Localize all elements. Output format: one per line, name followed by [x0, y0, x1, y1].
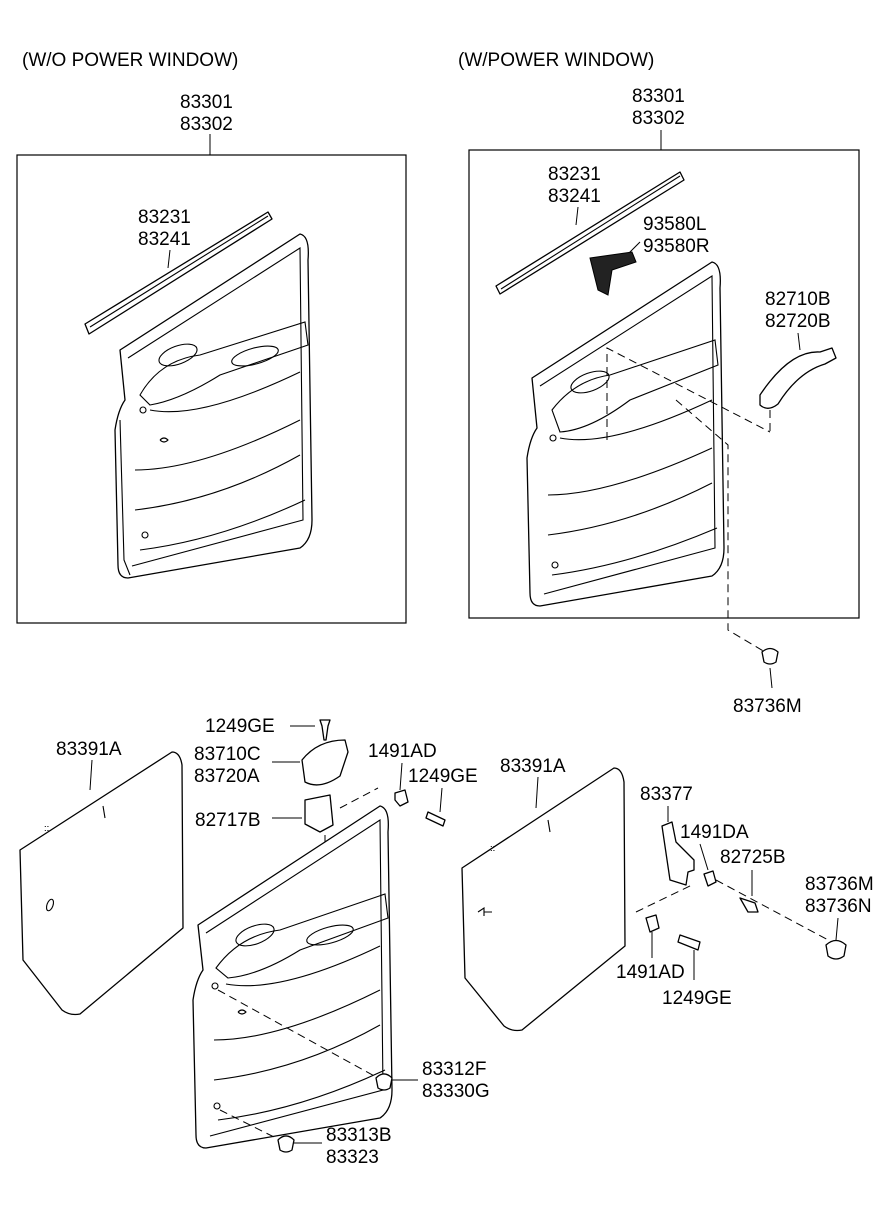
part-label-82710b: 82710B	[765, 289, 831, 310]
inside-handle-cup	[301, 739, 349, 786]
fastener-83313b	[277, 1135, 295, 1153]
part-label-93580l: 93580L	[643, 214, 706, 235]
part-label-1249ge: 1249GE	[408, 766, 478, 787]
part-label-1491ad: 1491AD	[368, 741, 437, 762]
clip-1491ad-lower	[645, 914, 660, 933]
svg-text:∶∶: ∶∶	[490, 844, 495, 855]
part-label-1249ge: 1249GE	[662, 988, 732, 1009]
part-label-82725b: 82725B	[720, 847, 786, 868]
screw-1249ge-lower	[677, 934, 701, 951]
part-label-83241: 83241	[548, 186, 601, 207]
door-trim-panel-bottom	[192, 805, 393, 1149]
waterproof-seal-left	[19, 751, 184, 1016]
left-panel-group: 83301 83302 83231 83241	[16, 92, 407, 624]
svg-text:∶∶: ∶∶	[44, 824, 49, 835]
part-label-82717b: 82717B	[195, 810, 261, 831]
part-label-83241: 83241	[138, 229, 191, 250]
door-trim-panel-right	[526, 261, 725, 607]
screw-1249ge	[425, 811, 446, 827]
power-window-switch	[589, 251, 637, 296]
part-label-83301: 83301	[180, 92, 233, 113]
door-pull-handle	[759, 347, 837, 409]
bolt-82725b	[739, 897, 759, 913]
part-label-93580r: 93580R	[643, 236, 710, 257]
part-label-83312f: 83312F	[422, 1059, 486, 1080]
fastener-83312f	[375, 1073, 393, 1091]
part-label-83313b: 83313B	[326, 1125, 392, 1146]
part-label-83736m: 83736M	[733, 696, 802, 717]
part-label-83377: 83377	[640, 784, 693, 805]
part-label-1491da: 1491DA	[680, 822, 749, 843]
waterproof-seal-right	[461, 767, 626, 1032]
part-label-1249ge-top: 1249GE	[205, 716, 275, 737]
part-label-82720b: 82720B	[765, 311, 831, 332]
part-label-83736m: 83736M	[805, 874, 874, 895]
part-label-83391a: 83391A	[500, 756, 566, 777]
part-label-83302: 83302	[632, 108, 685, 129]
part-label-83301: 83301	[632, 86, 685, 107]
part-label-83720a: 83720A	[194, 766, 260, 787]
part-label-83302: 83302	[180, 114, 233, 135]
part-label-83323: 83323	[326, 1147, 379, 1168]
screw-1249ge-top	[319, 719, 331, 741]
clip-83736m	[825, 939, 847, 960]
trim-clip-83736m	[761, 647, 779, 665]
right-panel-group: 83301 83302 83231 83241 93580L 93580R 82…	[468, 86, 860, 717]
bottom-left-group: 83391A ∶∶ 1249GE 83710C 83720A 82717B 14…	[19, 716, 490, 1168]
part-label-83231: 83231	[548, 164, 601, 185]
part-label-83710c: 83710C	[194, 744, 261, 765]
bottom-right-group: 83391A ∶∶ 83377 1491DA 82725B 83736M 837…	[461, 756, 874, 1032]
part-label-83231: 83231	[138, 207, 191, 228]
left-assembly-frame	[16, 154, 407, 624]
clip-1491da	[703, 870, 717, 887]
handle-bracket	[304, 794, 334, 833]
part-label-83391a: 83391A	[56, 739, 122, 760]
header-with-power-window: (W/POWER WINDOW)	[458, 50, 654, 71]
header-without-power-window: (W/O POWER WINDOW)	[22, 50, 238, 71]
part-label-1491ad: 1491AD	[616, 962, 685, 983]
clip-1491ad	[394, 789, 409, 807]
part-label-83330g: 83330G	[422, 1081, 490, 1102]
part-label-83736n: 83736N	[805, 896, 872, 917]
door-trim-panel-left	[114, 233, 313, 579]
right-assembly-frame	[468, 149, 860, 619]
bracket-83377	[661, 821, 695, 886]
